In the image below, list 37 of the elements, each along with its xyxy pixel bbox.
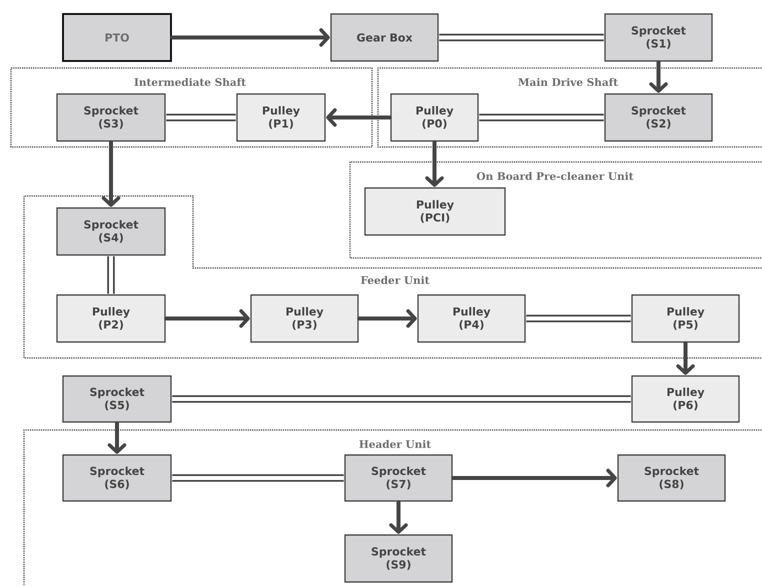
arrow [389, 500, 408, 534]
component-box: Pulley (P2) [56, 294, 166, 343]
component-box: Sprocket (S8) [617, 454, 726, 502]
shaft-connection [479, 114, 604, 122]
source-box: PTO [62, 13, 172, 62]
component-box: Sprocket (S7) [344, 454, 453, 502]
component-box: Sprocket (S6) [62, 454, 172, 502]
component-box: Pulley (PCI) [364, 187, 506, 236]
component-box: Gear Box [330, 13, 439, 62]
component-box: Sprocket (S3) [56, 93, 166, 142]
arrow [108, 421, 126, 454]
arrow [649, 60, 668, 93]
arrow [164, 309, 250, 328]
component-box: Sprocket (S5) [62, 375, 172, 423]
arrow [357, 309, 417, 328]
component-box: Pulley (P4) [417, 294, 526, 343]
shaft-connection [172, 474, 344, 482]
component-box: Sprocket (S1) [604, 13, 713, 62]
component-box: Sprocket (S2) [604, 93, 713, 142]
shaft-connection [107, 256, 115, 294]
component-box: Pulley (P0) [390, 93, 479, 142]
component-box: Pulley (P5) [631, 294, 740, 343]
arrow [170, 28, 330, 47]
component-box: Sprocket (S4) [56, 207, 166, 256]
component-box: Pulley (P3) [250, 294, 359, 343]
component-box: Pulley (P6) [631, 375, 740, 423]
component-box: Sprocket (S9) [344, 534, 453, 583]
arrow [451, 468, 617, 488]
arrow [425, 140, 444, 187]
arrow [102, 140, 120, 207]
shaft-connection [526, 314, 631, 322]
arrow [326, 108, 392, 127]
shaft-connection [439, 34, 604, 42]
arrow [676, 341, 695, 375]
component-box: Pulley (P1) [236, 93, 326, 142]
shaft-connection [172, 395, 631, 403]
shaft-connection [166, 114, 236, 122]
